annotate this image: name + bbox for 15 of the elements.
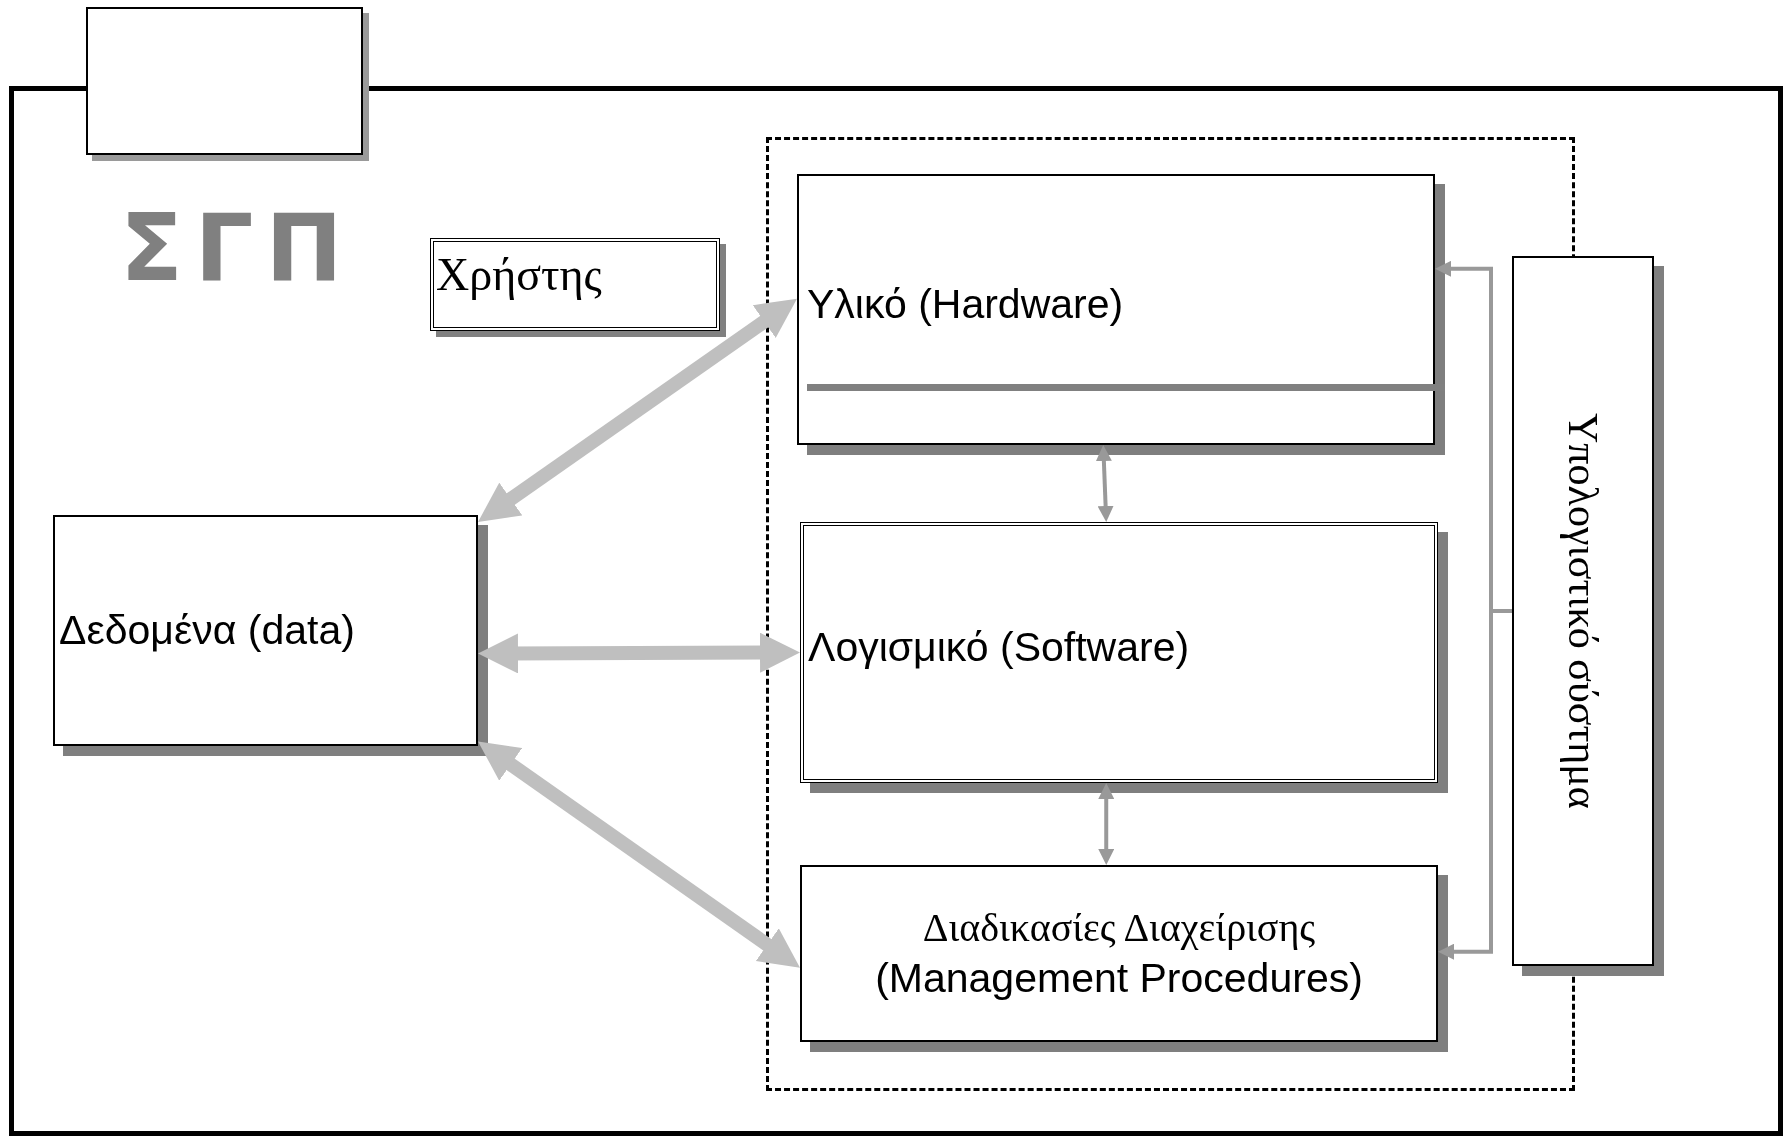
frame-heading: ΣΓΠ: [120, 203, 355, 295]
arrow: [478, 632, 800, 674]
arrow: [1098, 783, 1115, 865]
node-label: Υπολογιστικό σύστημα: [1562, 413, 1604, 809]
system-frame: [9, 86, 1783, 1136]
arrow: [478, 298, 797, 522]
node-label: Δεδομένα (data): [59, 610, 355, 651]
node-label: Διαδικασίες Διαχείρισης: [922, 903, 1316, 952]
node-label: Υλικό (Hardware): [807, 284, 1124, 325]
node-label: Χρήστης: [436, 252, 602, 298]
arrow: [1095, 445, 1114, 522]
node-label: Λογισμικό (Software): [808, 627, 1190, 668]
arrow: [1438, 609, 1512, 960]
node-label: (Management Procedures): [875, 953, 1363, 1003]
arrow: [478, 741, 800, 968]
